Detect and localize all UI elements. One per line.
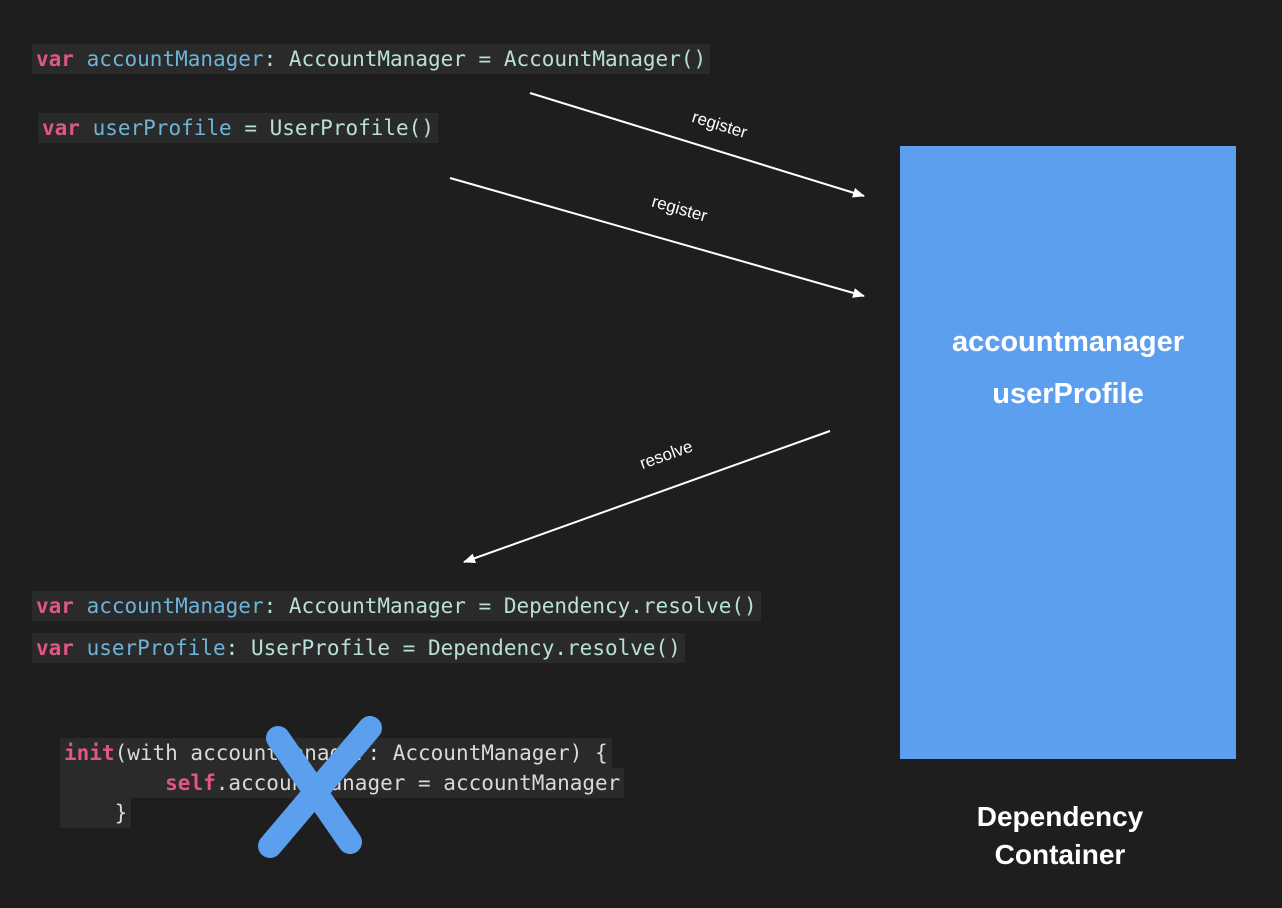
code-expression: = UserProfile() [231, 116, 434, 140]
self-keyword: self [165, 771, 216, 795]
code-line-account-manager-declaration: var accountManager: AccountManager = Acc… [32, 44, 711, 74]
register-arrow-1-label: register [690, 107, 750, 142]
resolve-arrow-line [463, 430, 831, 564]
init-signature: (with accountManager: AccountManager) { [114, 741, 608, 765]
resolve-arrow: resolve [463, 430, 831, 564]
code-keyword: var [36, 47, 74, 71]
init-body-line: self.accountManager = accountManager [60, 768, 625, 798]
container-label-line2: Container [994, 839, 1126, 870]
register-arrow-2-label: register [650, 192, 710, 226]
register-arrow-2-line [449, 177, 865, 298]
resolve-arrow-label: resolve [637, 437, 695, 473]
code-expression: : UserProfile = Dependency.resolve() [225, 636, 681, 660]
init-closing-brace: } [114, 801, 128, 825]
init-signature-line: init(with accountManager: AccountManager… [60, 738, 612, 768]
code-line-account-manager-resolve: var accountManager: AccountManager = Dep… [32, 591, 761, 621]
code-identifier: userProfile [92, 116, 232, 140]
code-expression: : AccountManager = Dependency.resolve() [263, 594, 757, 618]
register-arrow-1: register [529, 92, 865, 198]
code-identifier: accountManager [86, 594, 264, 618]
code-keyword: var [36, 594, 74, 618]
code-line-user-profile-declaration: var userProfile = UserProfile() [38, 113, 438, 143]
code-identifier: userProfile [86, 636, 226, 660]
container-label-line1: Dependency [976, 801, 1144, 832]
container-item-account-manager: accountmanager [951, 326, 1185, 358]
dependency-container-label: Dependency Container [920, 798, 1200, 874]
register-arrow-1-line [529, 92, 865, 198]
init-keyword: init [64, 741, 115, 765]
code-line-user-profile-resolve: var userProfile: UserProfile = Dependenc… [32, 633, 685, 663]
init-code-block: init(with accountManager: AccountManager… [60, 738, 625, 828]
container-item-user-profile: userProfile [992, 378, 1144, 410]
register-arrow-2: register [449, 177, 865, 298]
dependency-container-box: accountmanager userProfile [900, 146, 1236, 759]
init-closing-line: } [60, 798, 132, 828]
code-keyword: var [42, 116, 80, 140]
code-identifier: accountManager [86, 47, 264, 71]
code-expression: : AccountManager = AccountManager() [263, 47, 707, 71]
code-keyword: var [36, 636, 74, 660]
init-assignment: .accountManager = accountManager [215, 771, 621, 795]
